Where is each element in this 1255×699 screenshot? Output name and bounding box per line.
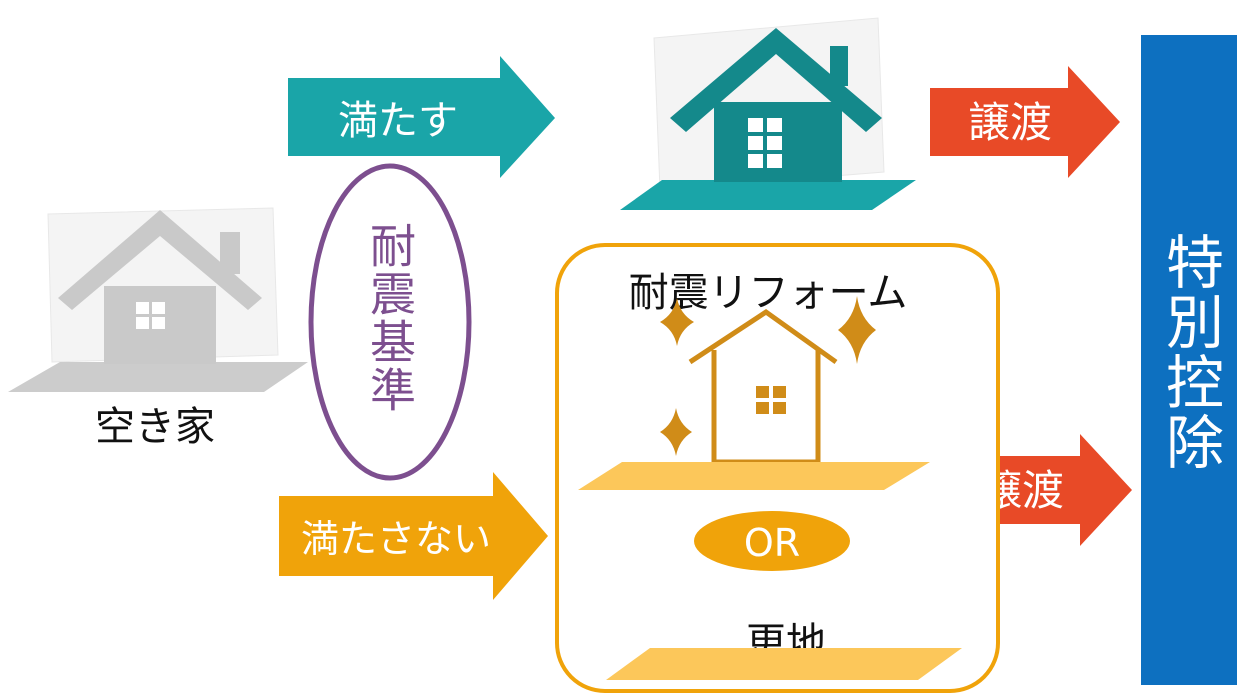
criteria-ellipse — [308, 163, 472, 481]
not-meets-arrow — [279, 472, 548, 600]
reformed-house-ground — [578, 462, 930, 490]
transfer-arrow-top — [930, 66, 1120, 178]
vacant-house-label: 空き家 — [95, 404, 215, 450]
or-label: OR — [744, 521, 800, 565]
meets-arrow — [288, 56, 555, 178]
reform-label: 耐震リフォーム — [629, 270, 908, 316]
vacant-house-icon — [8, 207, 308, 392]
not-meets-label: 満たさない — [301, 517, 491, 561]
vacant-land-icon — [606, 648, 962, 680]
meets-label: 満たす — [338, 98, 458, 144]
transfer-label-top: 譲渡 — [968, 98, 1052, 147]
criteria-label: 耐震基準 — [363, 222, 417, 414]
sparkle-icon — [660, 408, 692, 456]
compliant-house-icon — [620, 17, 916, 210]
sparkle-icon — [660, 298, 694, 346]
special-deduction-bar — [1141, 35, 1237, 685]
or-badge — [694, 511, 850, 571]
sparkle-icon — [838, 296, 876, 364]
special-deduction-label: 特別控除 — [1156, 232, 1224, 472]
